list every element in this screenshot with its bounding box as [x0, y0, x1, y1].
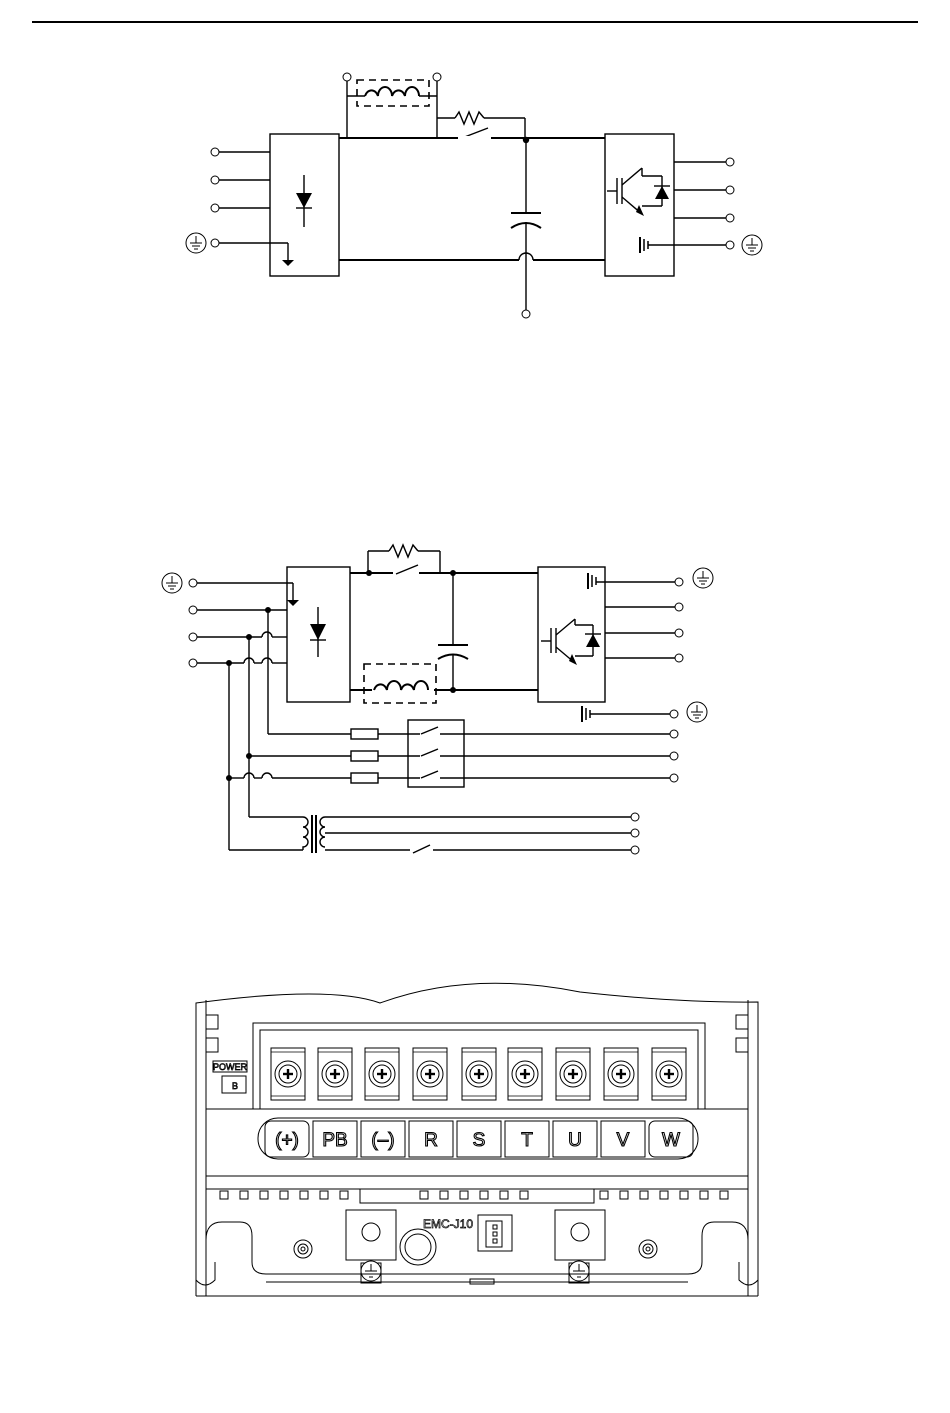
resistor-icon	[455, 112, 484, 124]
terminal-label-w: W	[662, 1130, 680, 1151]
ground-terminal	[211, 239, 219, 247]
screw-terminal-icon	[462, 1048, 496, 1100]
power-label: POWER	[213, 1062, 248, 1072]
screw-terminal-icon	[365, 1048, 399, 1100]
terminal-label-minus: (–)	[371, 1130, 394, 1151]
ground-icon	[742, 235, 762, 255]
input-terminal	[211, 204, 219, 212]
vent-comb	[220, 1191, 728, 1199]
fuse-icon	[351, 729, 378, 739]
fuse-icon	[351, 751, 378, 761]
emc-jumper-label: EMC-J10	[423, 1217, 473, 1231]
screw-terminal-icon	[652, 1048, 686, 1100]
ground-terminal	[726, 241, 734, 249]
terminal-label-plus: (+)	[275, 1130, 299, 1151]
contactor-box	[408, 720, 464, 787]
emc-jumper	[478, 1215, 512, 1251]
igbt-icon	[607, 168, 662, 216]
ground-icon	[687, 702, 707, 722]
screw-terminal-icon	[604, 1048, 638, 1100]
ground-icon	[162, 573, 182, 593]
diode-icon	[585, 634, 601, 647]
input-terminal	[211, 176, 219, 184]
chassis-ground-icon	[640, 237, 648, 253]
ground-icon	[361, 1261, 381, 1281]
output-terminal	[726, 186, 734, 194]
terminal-label-pb: PB	[322, 1130, 347, 1151]
ground-icon	[186, 233, 206, 253]
screw-terminal-icon	[508, 1048, 542, 1100]
terminal-label-v: V	[617, 1130, 630, 1151]
diode-icon	[654, 186, 670, 199]
chassis-ground-icon	[582, 706, 590, 722]
ground-terminal-right	[555, 1210, 605, 1260]
igbt-icon	[541, 619, 593, 665]
resistor-icon	[389, 545, 418, 557]
mount-screw	[639, 1240, 657, 1258]
inverter-block	[605, 134, 674, 276]
terminal-label-u: U	[568, 1130, 582, 1151]
input-terminal	[211, 148, 219, 156]
inductor-icon	[365, 87, 419, 96]
screw-terminal-icon	[271, 1048, 305, 1100]
mount-screw	[294, 1240, 312, 1258]
ground-icon	[282, 260, 294, 266]
screw-terminal-icon	[413, 1048, 447, 1100]
screw-terminal-icon	[318, 1048, 352, 1100]
output-terminal	[726, 158, 734, 166]
fuse-icon	[351, 773, 378, 783]
ground-terminal-left	[346, 1210, 396, 1260]
ground-icon	[287, 600, 299, 606]
dc-terminal	[522, 310, 530, 318]
terminal-block-drawing: (+) PB (–) R S T U V W POWER B	[196, 983, 758, 1296]
diode-icon	[310, 607, 326, 657]
screw-terminal-icon	[556, 1048, 590, 1100]
terminal-label-t: T	[521, 1130, 533, 1151]
circuit-diagram-2	[162, 545, 713, 854]
ground-icon	[569, 1261, 589, 1281]
chassis-ground-icon	[588, 573, 596, 589]
terminal-label-r: R	[424, 1130, 438, 1151]
charge-led-label: B	[232, 1081, 238, 1091]
transformer-icon	[303, 815, 325, 853]
output-terminal	[726, 214, 734, 222]
diode-icon	[296, 175, 312, 227]
circuit-diagram-1	[186, 73, 762, 318]
terminal-label-s: S	[473, 1130, 486, 1151]
ground-icon	[693, 568, 713, 588]
